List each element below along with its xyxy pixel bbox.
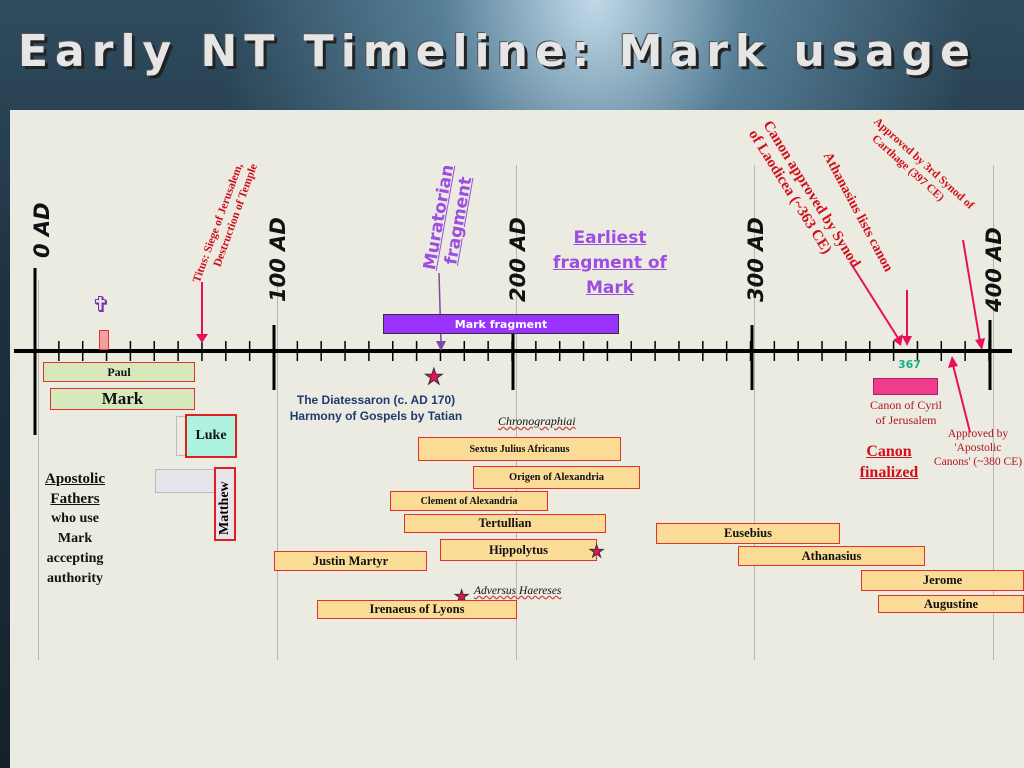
earliest-line: fragment of: [553, 253, 667, 273]
century-line: [38, 280, 39, 660]
century-line: [277, 280, 278, 660]
apostolic-canons-line: Canons' (~380 CE): [933, 456, 1023, 468]
cyril-bar: [873, 378, 938, 395]
mark-fragment-bar: Mark fragment: [383, 314, 619, 334]
earliest-fragment-label: Earliest fragment of Mark: [548, 226, 672, 301]
matthew-ghost-bar: [155, 469, 219, 493]
apostolic-line: accepting: [46, 551, 104, 566]
luke-box: Luke: [185, 414, 237, 458]
apostolic-line: who use: [51, 511, 99, 526]
sextus-bar: Sextus Julius Africanus: [418, 437, 621, 461]
cyril-line: of Jerusalem: [875, 413, 937, 427]
canon-finalized-label: Canon finalized: [848, 441, 930, 483]
apostolic-line: authority: [47, 571, 103, 586]
matthew-box: Matthew: [214, 467, 236, 541]
apostolic-line: Mark: [57, 531, 93, 546]
earliest-line: Earliest: [573, 228, 647, 248]
apostolic-line: Apostolic: [45, 471, 105, 487]
hippolytus-bar: Hippolytus: [440, 539, 597, 561]
apostolic-fathers-note: Apostolic Fathers who use Mark accepting…: [30, 469, 120, 589]
crucifixion-marker: [99, 330, 109, 350]
chronographiai-label: Chronographiai: [498, 414, 576, 428]
cyril-line: Canon of Cyril: [870, 398, 942, 412]
athanasius-bar: Athanasius: [738, 546, 925, 566]
slide-title: Early NT Timeline: Mark usage: [18, 26, 978, 77]
apostolic-canons-note: Approved by 'Apostolic Canons' (~380 CE): [930, 427, 1024, 469]
titus-arrow: [196, 282, 208, 343]
adversus-label: Adversus Haereses: [474, 585, 562, 597]
diatessaron-line: The Diatessaron (c. AD 170): [296, 393, 456, 407]
earliest-line: Mark: [585, 278, 635, 298]
origen-bar: Origen of Alexandria: [473, 466, 640, 489]
apostolic-line: Fathers: [50, 491, 100, 507]
luke-bracket: [176, 416, 187, 456]
diatessaron-line: Harmony of Gospels by Tatian: [289, 409, 463, 423]
century-line: [754, 165, 755, 660]
mark-bar: Mark: [50, 388, 195, 410]
augustine-bar: Augustine: [878, 595, 1024, 613]
clement-bar: Clement of Alexandria: [390, 491, 548, 511]
tertullian-bar: Tertullian: [404, 514, 606, 533]
eusebius-bar: Eusebius: [656, 523, 840, 544]
cross-icon: ✞: [92, 293, 111, 318]
paul-bar: Paul: [43, 362, 195, 382]
canon-finalized-line: finalized: [859, 464, 919, 481]
irenaeus-bar: Irenaeus of Lyons: [317, 600, 517, 619]
century-line: [516, 165, 517, 660]
apostolic-canons-line: 'Apostolic: [954, 442, 1002, 454]
century-line: [993, 165, 994, 660]
mark-fragment-label: Mark fragment: [454, 317, 548, 331]
apostolic-canons-line: Approved by: [947, 428, 1009, 440]
diatessaron-star-icon: ★: [424, 365, 445, 390]
year-367-label: 367: [898, 358, 921, 371]
canon-finalized-line: Canon: [866, 443, 912, 460]
diatessaron-note: The Diatessaron (c. AD 170) Harmony of G…: [276, 392, 476, 424]
justin-bar: Justin Martyr: [274, 551, 427, 571]
cyril-note: Canon of Cyril of Jerusalem: [860, 398, 952, 428]
hippolytus-star-icon: ★: [588, 542, 605, 562]
